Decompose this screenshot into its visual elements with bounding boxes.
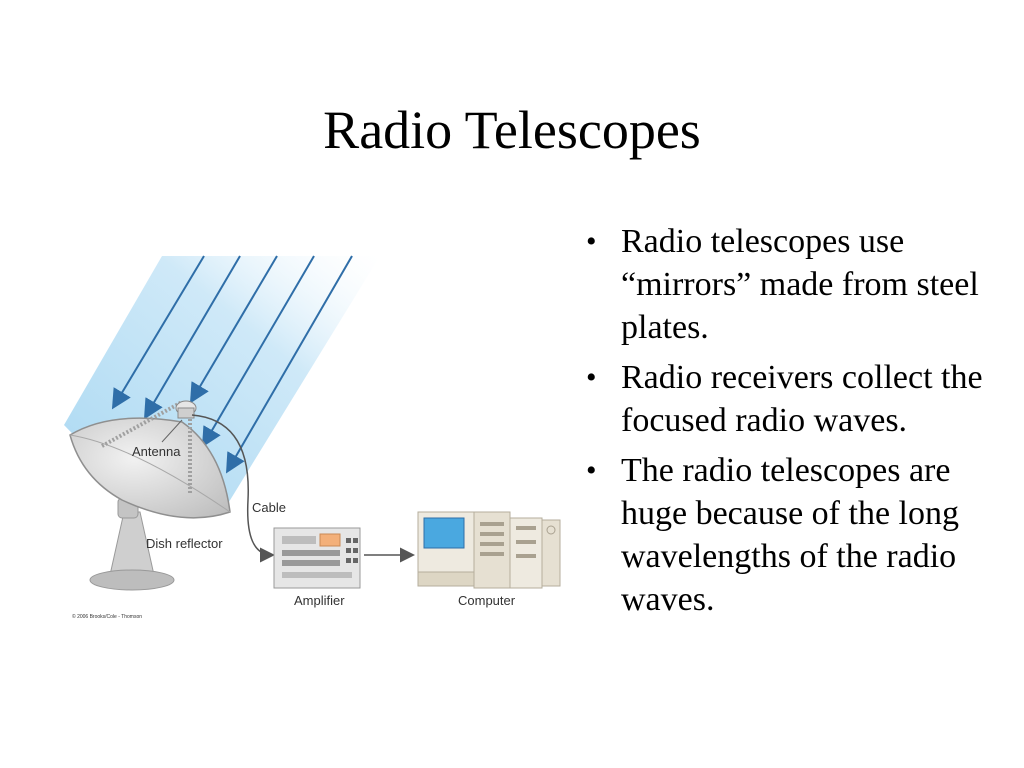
antenna-label: Antenna [132, 444, 181, 459]
computer-label: Computer [458, 593, 516, 608]
cable-line [191, 414, 275, 563]
amplifier-graphic [273, 527, 361, 589]
bullet-text: Radio receivers collect the focused radi… [621, 359, 983, 439]
bullet-text: Radio telescopes use “mirrors” made from… [621, 223, 979, 346]
bullet-dot: • [586, 225, 597, 258]
radio-telescope-diagram: Antenna Cable Dish reflector Amplifier C… [62, 250, 562, 630]
bullet-item: • Radio telescopes use “mirrors” made fro… [580, 220, 1000, 349]
bullet-dot: • [586, 361, 597, 394]
cable-label: Cable [252, 500, 286, 515]
slide-title: Radio Telescopes [323, 100, 701, 160]
bullet-list: • Radio telescopes use “mirrors” made fro… [580, 220, 1000, 628]
bullet-item: • Radio receivers collect the focused rad… [580, 356, 1000, 442]
dish-reflector-graphic [69, 400, 231, 519]
radio-wave-arrows [111, 255, 353, 474]
amplifier-label: Amplifier [294, 593, 345, 608]
bullet-item: • The radio telescopes are huge because o… [580, 449, 1000, 621]
dish-reflector-label: Dish reflector [146, 536, 223, 551]
bullet-text: The radio telescopes are huge because of… [621, 452, 959, 618]
copyright-label: © 2006 Brooks/Cole - Thomson [72, 613, 142, 620]
computer-graphic [417, 511, 561, 589]
bullet-dot: • [586, 454, 597, 487]
